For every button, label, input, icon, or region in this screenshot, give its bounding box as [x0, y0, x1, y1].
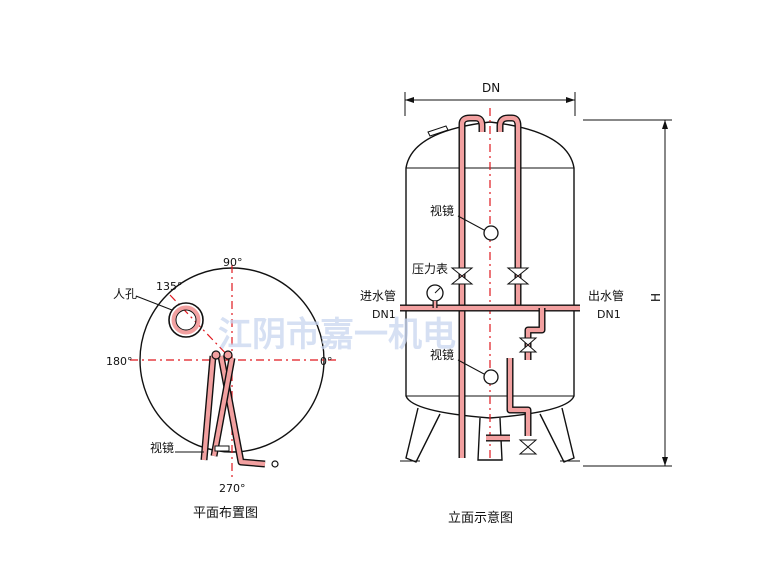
lower-sight-glass-icon	[483, 369, 499, 385]
manhole-leader	[135, 295, 173, 311]
right-leg	[539, 407, 575, 463]
elevation-view-caption: 立面示意图	[448, 510, 513, 526]
h-dimension-label: H	[649, 293, 663, 302]
upper-sight-glass-label: 视镜	[430, 203, 454, 218]
plan-angle-90: 90°	[223, 256, 243, 269]
manhole-label: 人孔	[113, 287, 137, 301]
plan-135-centerline	[169, 294, 233, 361]
inlet-label: 进水管	[360, 288, 396, 303]
plan-angle-135: 135°	[156, 280, 183, 293]
vent-nozzle	[427, 125, 449, 137]
outlet-label: 出水管	[588, 288, 624, 303]
watermark-text: 江阴市嘉一机电	[218, 315, 456, 355]
lower-sight-glass-label: 视镜	[430, 347, 454, 362]
valve-icon	[450, 267, 538, 455]
elevation-view: DN H	[360, 81, 672, 526]
plan-angle-180: 180°	[106, 355, 133, 368]
outlet-size: DN1	[597, 308, 621, 321]
left-leg	[405, 407, 441, 463]
pressure-gauge-icon	[426, 284, 444, 308]
plan-view-caption: 平面布置图	[193, 506, 258, 521]
inlet-size: DN1	[372, 308, 396, 321]
plan-angle-270: 270°	[219, 482, 246, 495]
plan-view: 90° 135° 180° 0° 270° 人孔 视镜 平面布置图	[106, 256, 338, 521]
upper-sight-glass-icon	[483, 225, 499, 241]
plan-sight-glass-tubes	[200, 350, 279, 468]
pressure-gauge-label: 压力表	[412, 262, 448, 276]
plan-angle-0: 0°	[320, 355, 333, 368]
plan-sight-glass-label: 视镜	[150, 440, 174, 455]
dn-dimension-label: DN	[482, 81, 500, 95]
elevation-pipes	[400, 114, 580, 458]
manhole-icon	[168, 302, 204, 338]
